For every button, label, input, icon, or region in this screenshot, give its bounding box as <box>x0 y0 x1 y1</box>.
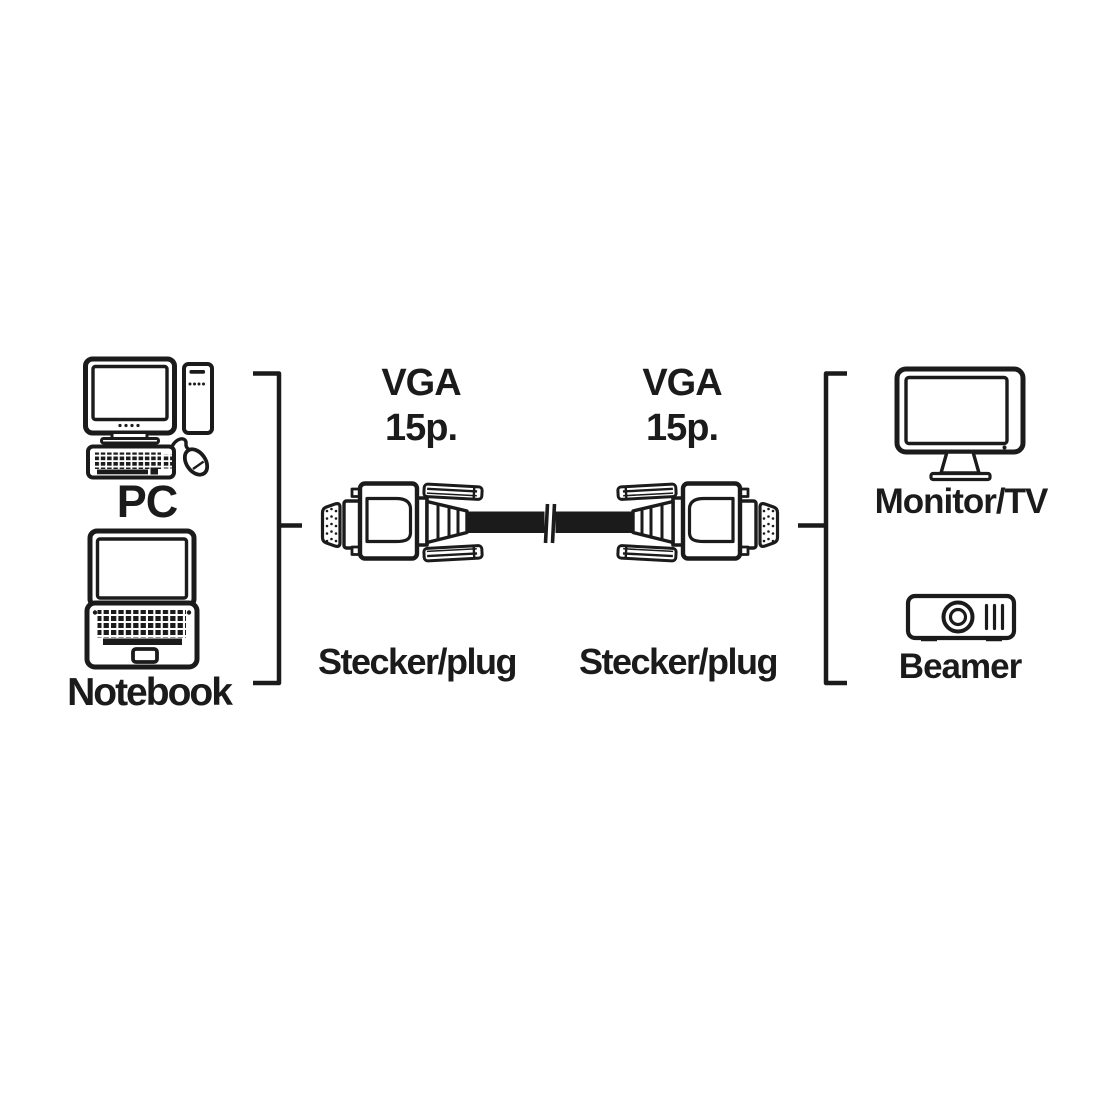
vga-right-label: VGA 15p. <box>642 361 722 451</box>
notebook-label: Notebook <box>67 671 233 714</box>
plug-right-label: Stecker/plug <box>578 641 779 682</box>
vga-pins <box>325 507 338 543</box>
vga-left-line2: 15p. <box>384 407 458 449</box>
vga-left-line1: VGA <box>381 362 461 404</box>
desktop-pc-icon <box>83 356 214 480</box>
vga-connector-left <box>320 481 545 563</box>
vga-right-line1: VGA <box>642 362 722 404</box>
laptop-icon <box>84 528 200 670</box>
vga-right-line2: 15p. <box>645 407 719 449</box>
pc-label: PC <box>116 476 179 527</box>
monitor-tv-label: Monitor/TV <box>874 482 1049 521</box>
projector-icon <box>905 593 1017 642</box>
bracket-left <box>253 371 302 686</box>
bracket-right <box>798 371 847 686</box>
vga-connector-right <box>556 484 778 562</box>
beamer-label: Beamer <box>898 647 1022 686</box>
vga-left-label: VGA 15p. <box>381 361 461 451</box>
plug-left-label: Stecker/plug <box>317 641 518 682</box>
vga-cable-illustration <box>320 481 778 563</box>
cable-break-icon <box>543 503 557 544</box>
monitor-icon <box>894 366 1026 482</box>
